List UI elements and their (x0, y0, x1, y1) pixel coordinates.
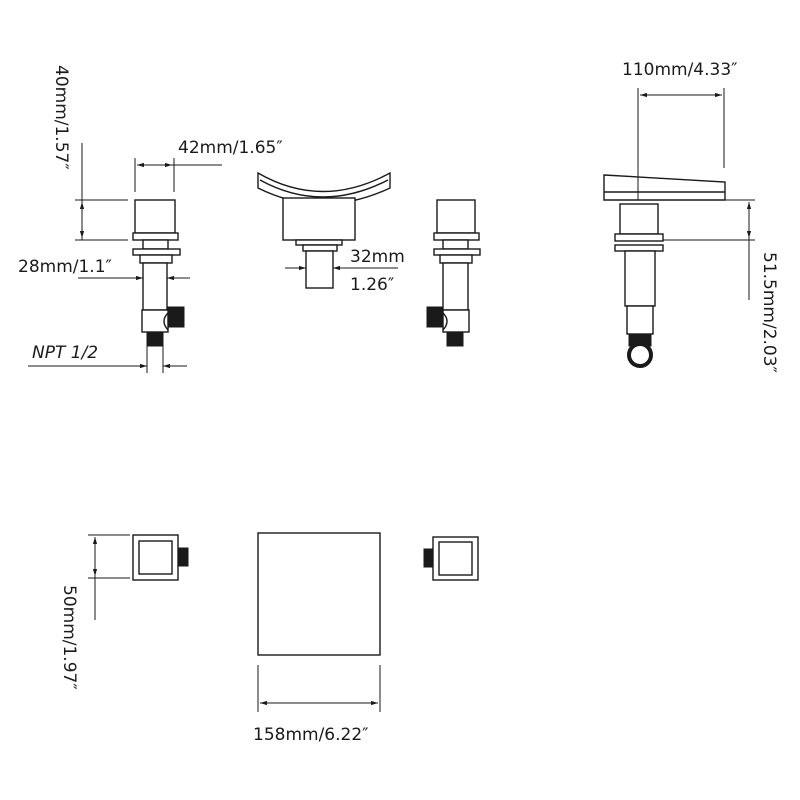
spout-shank-in-label: 1.26″ (350, 275, 394, 295)
handle-width-label: 42mm/1.65″ (178, 138, 283, 158)
valve-shank-label: 28mm/1.1″ (18, 257, 112, 277)
spout-height-label: 51.5mm/2.03″ (759, 252, 779, 373)
top-view (132, 532, 479, 656)
spout-shank-mm-label: 32mm (350, 247, 405, 267)
spout-side-view (603, 174, 726, 368)
spout-width-label: 158mm/6.22″ (253, 725, 369, 745)
spout-front (257, 171, 391, 289)
left-valve-front (132, 199, 185, 347)
thread-label: NPT 1/2 (32, 343, 98, 363)
handle-height-label: 40mm/1.57″ (51, 65, 71, 170)
dimension-lines (28, 88, 755, 712)
right-valve-front (426, 199, 481, 347)
spout-length-label: 110mm/4.33″ (622, 60, 738, 80)
handle-square-label: 50mm/1.97″ (59, 585, 79, 690)
